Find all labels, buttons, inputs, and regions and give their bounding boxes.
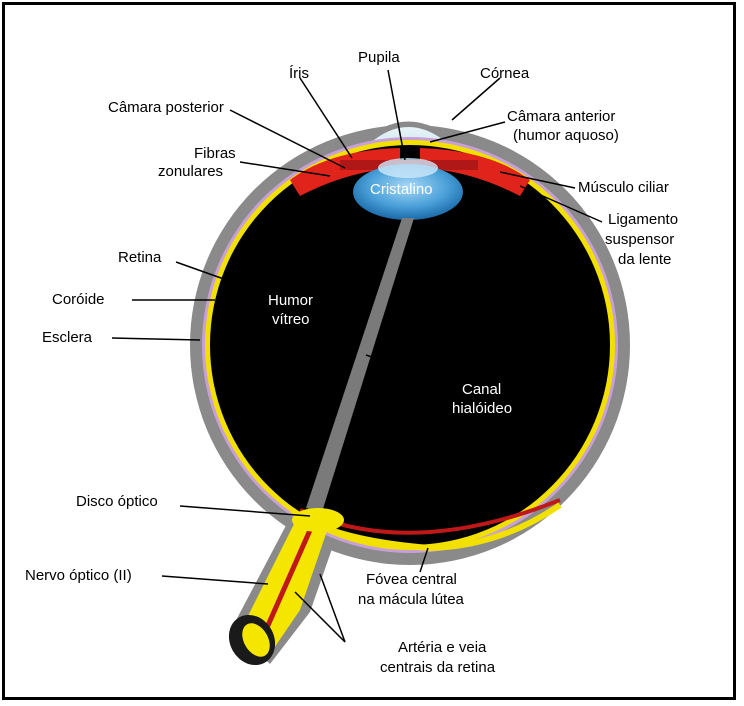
label-ligamento-3: da lente (618, 251, 671, 268)
lens-highlight (378, 158, 438, 178)
label-disco-optico: Disco óptico (76, 493, 158, 510)
label-fibras-2: zonulares (158, 163, 223, 180)
label-fovea-2: na mácula lútea (358, 591, 465, 608)
label-esclera: Esclera (42, 329, 93, 346)
label-canal-1: Canal (462, 381, 501, 398)
label-camara-anterior-2: (humor aquoso) (513, 127, 619, 144)
label-camara-posterior: Câmara posterior (108, 99, 224, 116)
label-musculo-ciliar: Músculo ciliar (578, 179, 669, 196)
label-humor-2: vítreo (272, 311, 310, 328)
label-arteria-2: centrais da retina (380, 659, 496, 676)
label-arteria-1: Artéria e veia (398, 639, 487, 656)
leader-nervo (162, 576, 268, 584)
label-fibras-1: Fibras (194, 145, 236, 162)
label-ligamento-1: Ligamento (608, 211, 678, 228)
label-cristalino: Cristalino (370, 181, 433, 198)
label-canal-2: hialóideo (452, 400, 512, 417)
label-ligamento-2: suspensor (605, 231, 674, 248)
label-humor-1: Humor (268, 292, 313, 309)
leader-arteria-b (320, 574, 345, 642)
label-retina: Retina (118, 249, 162, 266)
label-camara-anterior-1: Câmara anterior (507, 108, 615, 125)
leader-cornea (452, 78, 500, 120)
label-cornea: Córnea (480, 65, 530, 82)
label-fovea-1: Fóvea central (366, 571, 457, 588)
leader-esclera (112, 338, 200, 340)
label-pupila: Pupila (358, 49, 400, 66)
label-coroide: Coróide (52, 291, 105, 308)
optic-disc (292, 508, 344, 532)
label-nervo-optico: Nervo óptico (II) (25, 567, 132, 584)
label-iris: Íris (289, 65, 309, 82)
leader-camara-posterior (230, 110, 345, 168)
